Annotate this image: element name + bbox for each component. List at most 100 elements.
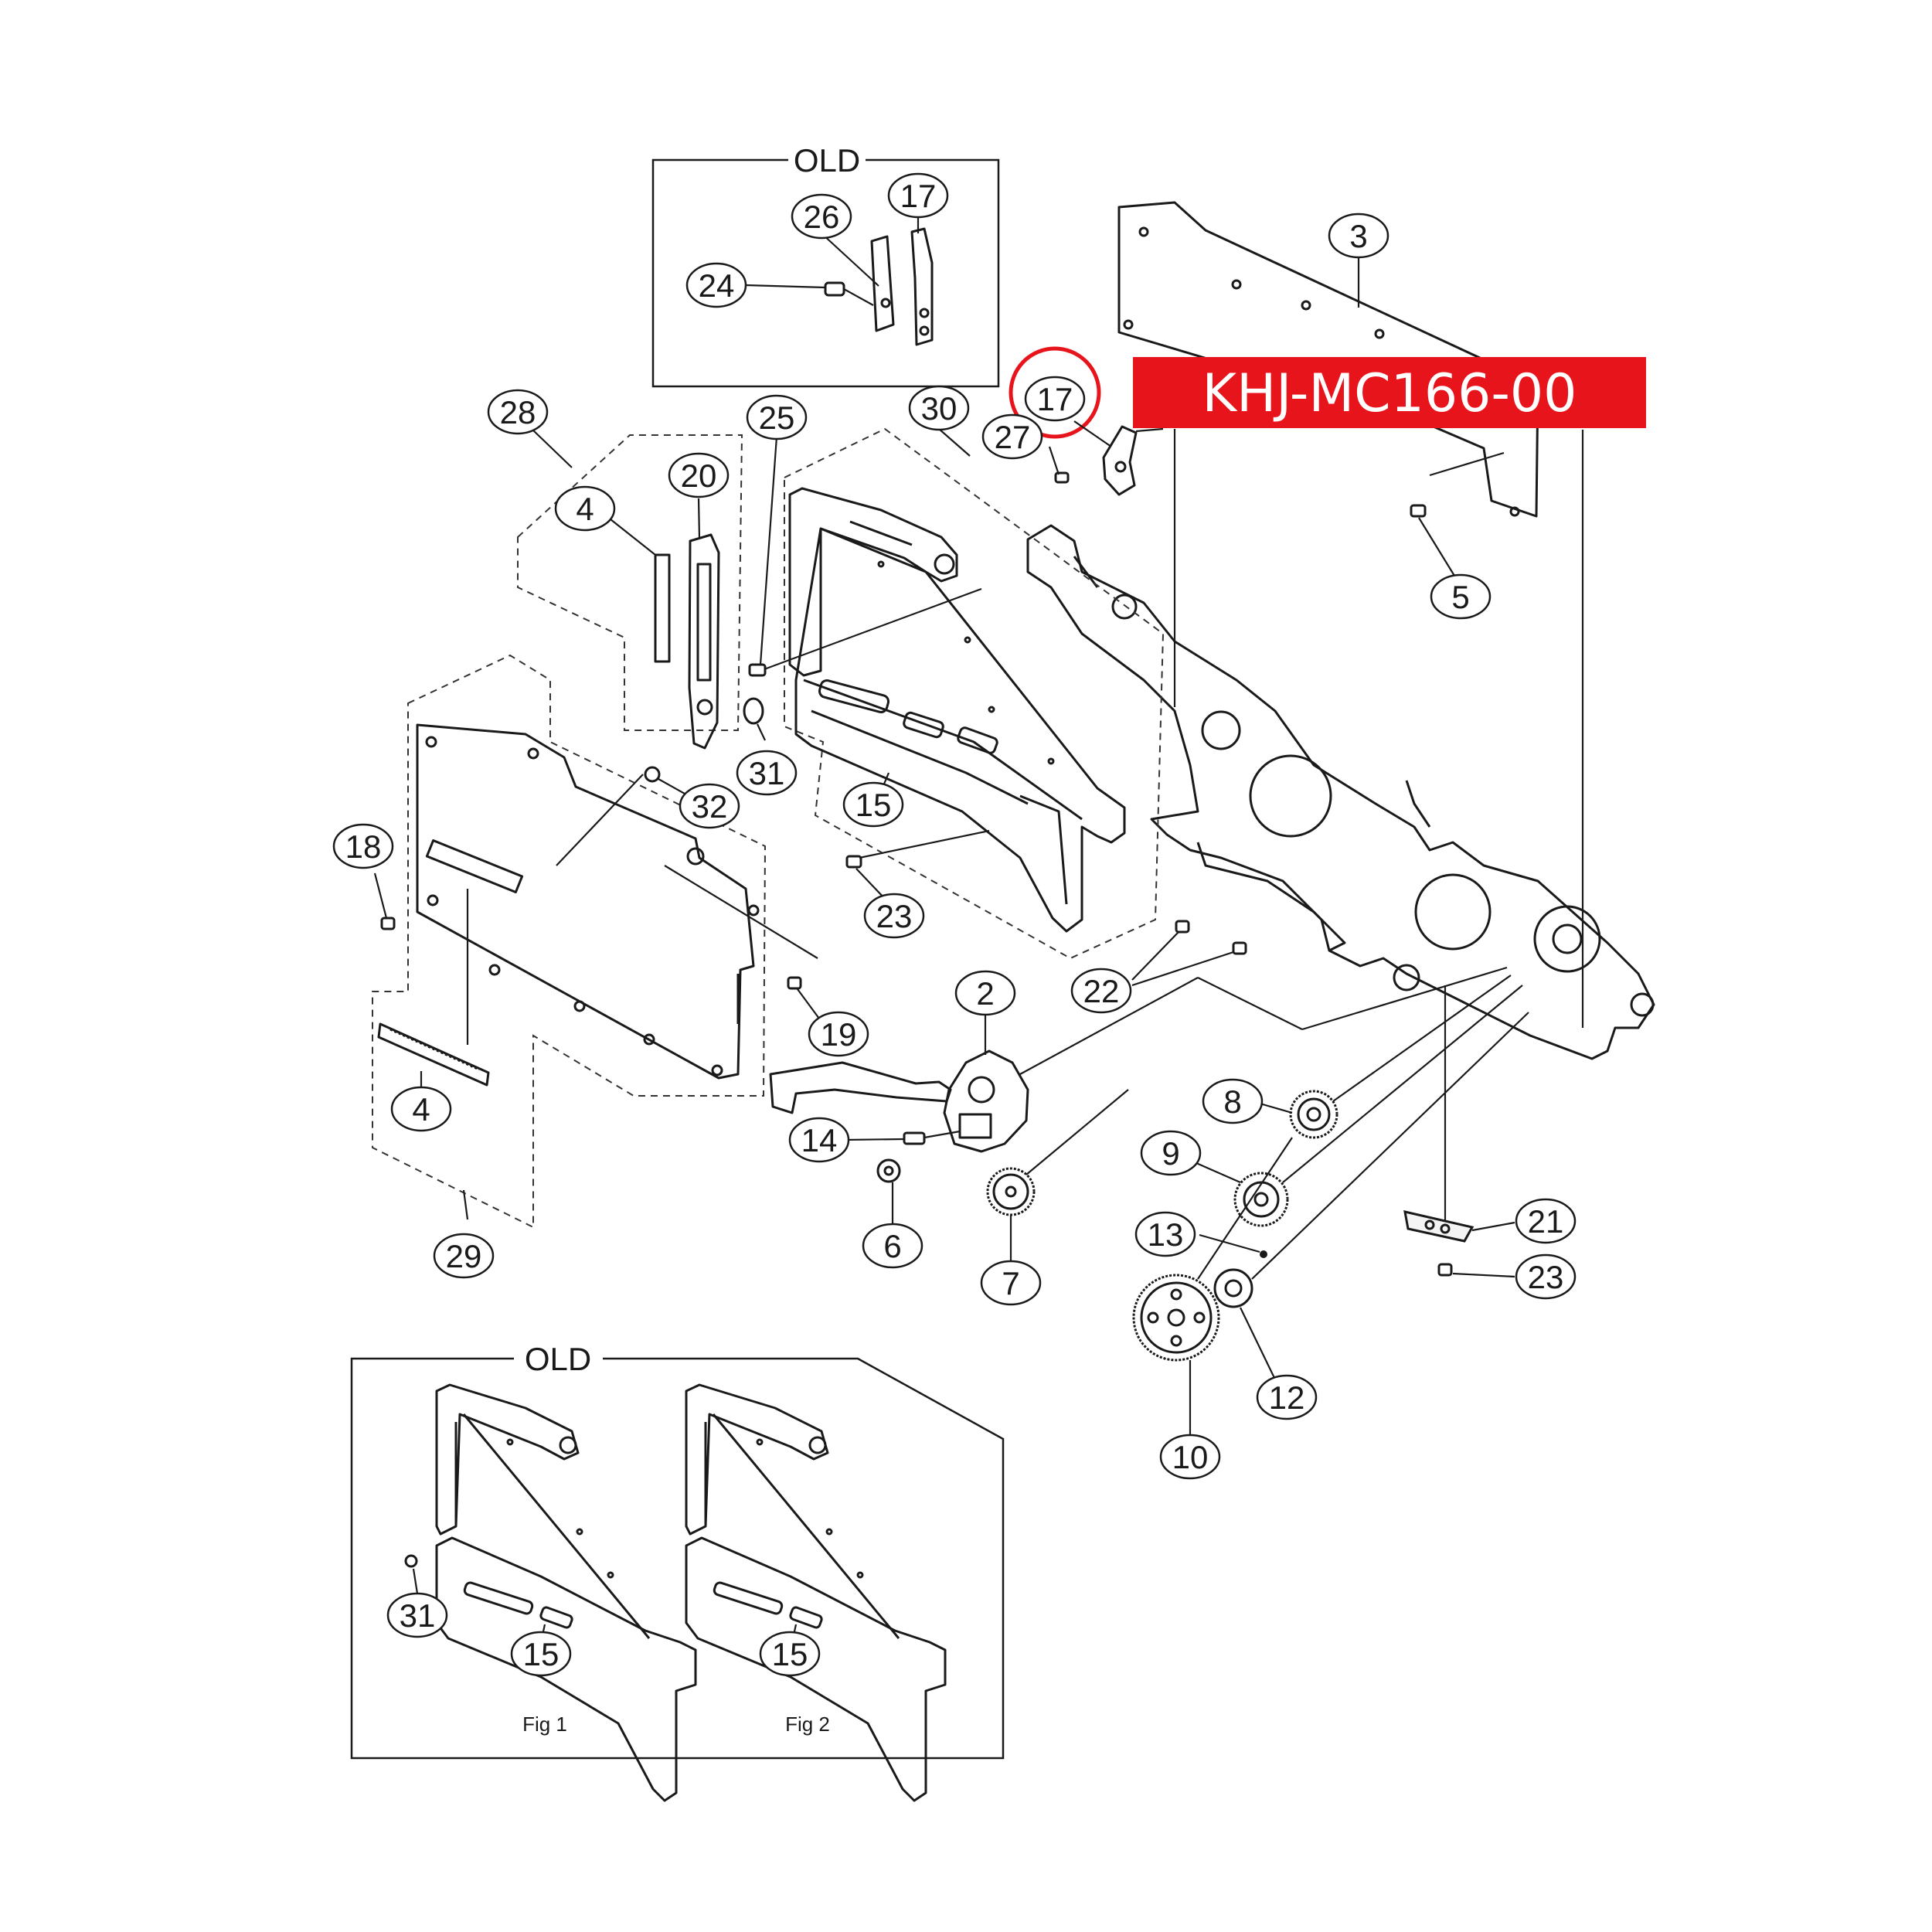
part-18-screw <box>380 917 396 930</box>
callout: 31 <box>386 1592 448 1638</box>
part-3-cover-plate <box>1117 201 1584 1028</box>
svg-text:23: 23 <box>1528 1259 1564 1295</box>
svg-text:7: 7 <box>1002 1265 1019 1301</box>
callout: 22 <box>1070 968 1132 1014</box>
svg-text:24: 24 <box>699 267 735 304</box>
callout: 29 <box>433 1233 495 1279</box>
svg-text:20: 20 <box>681 457 717 494</box>
callout: 30 <box>908 385 970 431</box>
banner-background <box>1133 357 1646 428</box>
part-15-bracket <box>788 487 1126 933</box>
old-box-bottom-title: OLD <box>525 1341 591 1377</box>
callout: 5 <box>1430 573 1492 620</box>
part-14-screw <box>903 1131 926 1145</box>
part-32-washer <box>644 766 661 783</box>
svg-text:9: 9 <box>1162 1135 1179 1172</box>
part-23-screw-upper <box>845 855 862 869</box>
callout: 15 <box>510 1631 572 1677</box>
part-22-screw-b <box>1232 941 1247 955</box>
callout: 14 <box>788 1117 850 1163</box>
callout: 21 <box>1515 1198 1577 1244</box>
svg-text:23: 23 <box>876 898 913 934</box>
fig1-ring-31 <box>404 1554 418 1568</box>
callout: 28 <box>487 389 549 435</box>
part-12-washer <box>1213 1268 1253 1308</box>
svg-text:18: 18 <box>345 828 382 865</box>
part-10-gear <box>1132 1274 1220 1362</box>
old-box-top-title: OLD <box>794 142 860 179</box>
part-8-gear <box>1289 1090 1338 1139</box>
svg-text:21: 21 <box>1528 1203 1564 1240</box>
svg-text:6: 6 <box>883 1228 901 1264</box>
part-25-screw <box>748 663 767 677</box>
callout: 23 <box>1515 1253 1577 1300</box>
svg-text:31: 31 <box>400 1597 436 1634</box>
fig1-bracket <box>435 1383 697 1802</box>
old-box-bottom: OLD Fig 1 <box>350 1341 1005 1802</box>
callout: 31 <box>736 750 798 796</box>
callout: 7 <box>980 1260 1042 1306</box>
svg-text:4: 4 <box>412 1091 430 1128</box>
part-4-tape-lower <box>377 1022 490 1087</box>
part-large-plate <box>416 723 755 1080</box>
svg-text:15: 15 <box>772 1636 808 1672</box>
part-17-latch <box>1102 425 1138 496</box>
svg-text:32: 32 <box>692 788 728 825</box>
callout: 9 <box>1140 1130 1202 1176</box>
fig2-caption: Fig 2 <box>785 1713 830 1736</box>
callout: 17 <box>887 172 949 219</box>
svg-text:25: 25 <box>759 400 795 436</box>
part-22-screw-a <box>1175 920 1190 934</box>
callout-labels: 3 5 17 26 24 17 27 28 25 30 20 4 31 32 1… <box>332 172 1577 1677</box>
group-30-outline <box>784 427 1165 960</box>
svg-text:31: 31 <box>749 755 785 791</box>
svg-text:17: 17 <box>1037 381 1073 417</box>
part-26-plate <box>870 235 895 332</box>
fig1-caption: Fig 1 <box>522 1713 567 1736</box>
svg-text:15: 15 <box>523 1636 560 1672</box>
part-20-guide <box>688 533 720 750</box>
part-27-screw <box>1054 471 1070 484</box>
svg-text:14: 14 <box>801 1122 838 1158</box>
callout: 6 <box>862 1223 923 1269</box>
highlight-ring-17 <box>1009 346 1101 439</box>
svg-text:10: 10 <box>1172 1439 1209 1475</box>
callout: 32 <box>679 783 740 829</box>
part-23-screw-lower <box>1437 1263 1453 1277</box>
part-4-tape-upper <box>654 553 671 663</box>
svg-text:17: 17 <box>900 178 937 214</box>
old-box-top: OLD <box>651 142 1000 388</box>
svg-text:13: 13 <box>1148 1216 1184 1253</box>
svg-text:8: 8 <box>1223 1083 1241 1120</box>
callout: 4 <box>390 1086 452 1132</box>
callout: 19 <box>808 1011 869 1057</box>
callout: 25 <box>746 394 808 440</box>
callout: 26 <box>791 193 852 240</box>
callout: 2 <box>954 970 1016 1016</box>
svg-text:3: 3 <box>1349 218 1367 254</box>
callout: 10 <box>1159 1434 1221 1480</box>
svg-text:19: 19 <box>821 1016 857 1053</box>
group-29-outline <box>372 654 767 1229</box>
callout: 15 <box>759 1631 821 1677</box>
callout: 17 <box>1024 376 1086 422</box>
callout: 27 <box>981 413 1043 460</box>
callout: 12 <box>1256 1374 1318 1420</box>
callout: 8 <box>1202 1078 1264 1124</box>
svg-text:2: 2 <box>976 975 994 1012</box>
svg-text:26: 26 <box>804 199 840 235</box>
callout: 20 <box>668 452 730 498</box>
part-5-screw <box>1410 504 1427 518</box>
part-13-pin <box>1260 1250 1267 1258</box>
svg-text:12: 12 <box>1269 1379 1305 1416</box>
main-frame <box>1026 524 1655 1060</box>
part-19-screw <box>787 976 802 990</box>
callout: 3 <box>1328 213 1389 259</box>
svg-text:5: 5 <box>1451 579 1469 615</box>
part-7-gear <box>986 1167 1036 1216</box>
part-number-banner: KHJ-MC166-00 <box>1133 357 1646 428</box>
svg-text:22: 22 <box>1083 973 1120 1009</box>
fig2-bracket <box>685 1383 947 1802</box>
part-24-screw <box>824 281 845 297</box>
